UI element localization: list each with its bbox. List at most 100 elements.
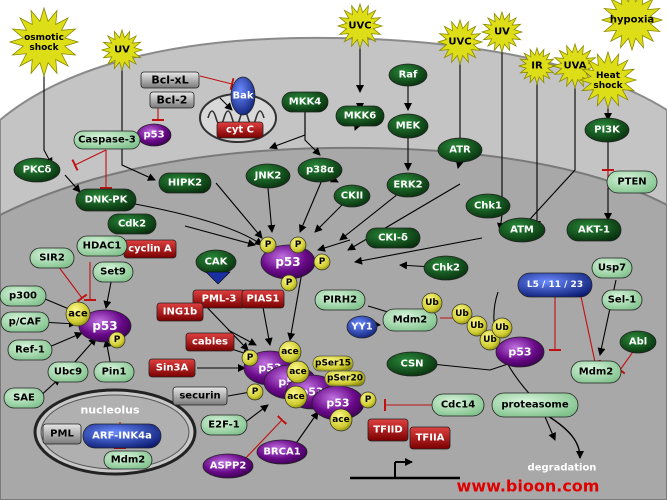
phospho-badge-7: P: [246, 383, 264, 401]
pser20-badge: pSer20: [324, 370, 366, 387]
node-pcaf: p/CAF: [0, 311, 50, 333]
proteasome-label: proteasome: [501, 400, 569, 411]
securin-label: securin: [179, 391, 220, 402]
pathway-arrow: [287, 271, 303, 341]
ubiquitin-badge-4-text: Ub: [483, 335, 497, 345]
pml3-label: PML-3: [202, 294, 237, 305]
gene-promoter: [350, 458, 460, 480]
cables-label: cables: [192, 337, 228, 348]
yy1-label: YY1: [350, 322, 372, 333]
hipk2-label: HIPK2: [168, 178, 202, 189]
node-arf: ARF-INK4a: [82, 423, 162, 449]
pathway-arrow: [215, 182, 263, 239]
node-chk1: Chk1: [465, 193, 511, 219]
chk2-label: Chk2: [432, 263, 460, 274]
ubiquitin-badge-3: Ub: [466, 315, 488, 337]
p53-cyto-label: p53: [143, 130, 164, 141]
node-dnapk: DNK-PK: [75, 188, 137, 212]
node-raf: Raf: [388, 63, 428, 87]
p53-left-label: p53: [92, 319, 117, 333]
stimulus-uv-2: UV: [480, 10, 524, 54]
pathway-arrow: [299, 179, 323, 233]
node-pten: PTEN: [606, 170, 658, 194]
cyclina-label: cyclin A: [128, 244, 172, 255]
ubiquitin-badge-5: Ub: [491, 317, 513, 339]
node-e2f1: E2F-1: [200, 414, 248, 436]
pias1-label: PIAS1: [247, 294, 280, 305]
stimulus-uv-1: UV: [100, 28, 144, 72]
acetyl-badge-4: ace: [329, 408, 353, 432]
node-sel1: Sel-1: [601, 289, 643, 311]
pi3k-label: PI3K: [594, 125, 621, 136]
pathway-arrow: [579, 291, 595, 362]
usp7-label: Usp7: [598, 263, 626, 274]
phospho-badge-5-text: P: [114, 335, 121, 345]
acetyl-badge-2: ace: [286, 360, 310, 384]
stimulus-uv-2-label: UV: [494, 27, 510, 38]
node-hipk2: HIPK2: [158, 172, 212, 194]
erk2-label: ERK2: [393, 180, 422, 191]
stimulus-uvc-2-label: UVC: [448, 37, 471, 48]
sae-label: SAE: [13, 393, 35, 404]
node-csn: CSN: [386, 351, 438, 377]
jnk2-label: JNK2: [254, 171, 282, 182]
watermark: www.bioon.com: [457, 477, 600, 496]
pten-label: PTEN: [617, 177, 646, 188]
node-bclxl: Bcl-xL: [140, 71, 200, 89]
acetyl-badge-left-text: ace: [68, 309, 88, 320]
arf-label: ARF-INK4a: [92, 431, 152, 442]
pathway-arrow: [354, 237, 483, 265]
p53-stack-label: p53: [326, 397, 349, 410]
mdm2-label: Mdm2: [393, 315, 428, 326]
node-atr: ATR: [437, 137, 483, 163]
p53-ub-label: p53: [508, 346, 531, 359]
degradation-arrow: [547, 415, 584, 459]
node-tfiid: TFIID: [367, 418, 409, 442]
node-mkk4: MKK4: [281, 91, 329, 113]
node-ref1: Ref-1: [7, 339, 53, 361]
ubiquitin-badge-3-text: Ub: [470, 321, 484, 331]
pathway-arrow: [219, 97, 233, 111]
ubiquitin-badge-5-text: Ub: [495, 323, 509, 333]
pathway-arrow: [317, 239, 351, 252]
ubiquitin-badge-1-text: Ub: [425, 298, 439, 308]
node-caspase3: Caspase-3: [73, 130, 141, 150]
pathway-arrow: [227, 329, 257, 346]
ubiquitin-badge-2-text: Ub: [455, 309, 469, 319]
node-usp7: Usp7: [591, 257, 633, 279]
l51123-label: L5 / 11 / 23: [527, 280, 583, 290]
node-akt1: AKT-1: [566, 218, 622, 242]
atm-label: ATM: [510, 225, 534, 236]
dnapk-label: DNK-PK: [85, 195, 129, 206]
degradation-label: degradation: [528, 463, 597, 474]
node-securin: securin: [172, 386, 228, 406]
node-tfiia: TFIIA: [409, 426, 451, 450]
cdk2-label: Cdk2: [118, 219, 146, 230]
stimulus-hypoxia-label: hypoxia: [610, 15, 654, 26]
brca1-label: BRCA1: [263, 447, 300, 458]
phospho-badge-8-text: P: [365, 395, 372, 405]
node-yy1: YY1: [346, 315, 378, 339]
node-p53-ub: p53: [495, 336, 545, 368]
csn-label: CSN: [400, 359, 423, 370]
pcaf-label: p/CAF: [9, 317, 42, 328]
node-ubc9: Ubc9: [47, 361, 89, 383]
stimulus-uvc-1-label: UVC: [348, 21, 371, 32]
tfiid-label: TFIID: [373, 425, 402, 436]
pkcd-label: PKCδ: [23, 165, 52, 176]
node-atm: ATM: [498, 217, 546, 243]
acetyl-badge-1: ace: [278, 340, 302, 364]
ubiquitin-badge-1: Ub: [421, 292, 443, 314]
pser15-badge: pSer15: [312, 355, 354, 372]
phospho-badge-2-text: P: [295, 240, 302, 250]
sin3a-label: Sin3A: [156, 363, 189, 374]
ubiquitin-badge-2: Ub: [451, 303, 473, 325]
phospho-badge-1: P: [259, 236, 277, 254]
pathway-arrow: [64, 174, 81, 193]
node-brca1: BRCA1: [256, 439, 308, 465]
